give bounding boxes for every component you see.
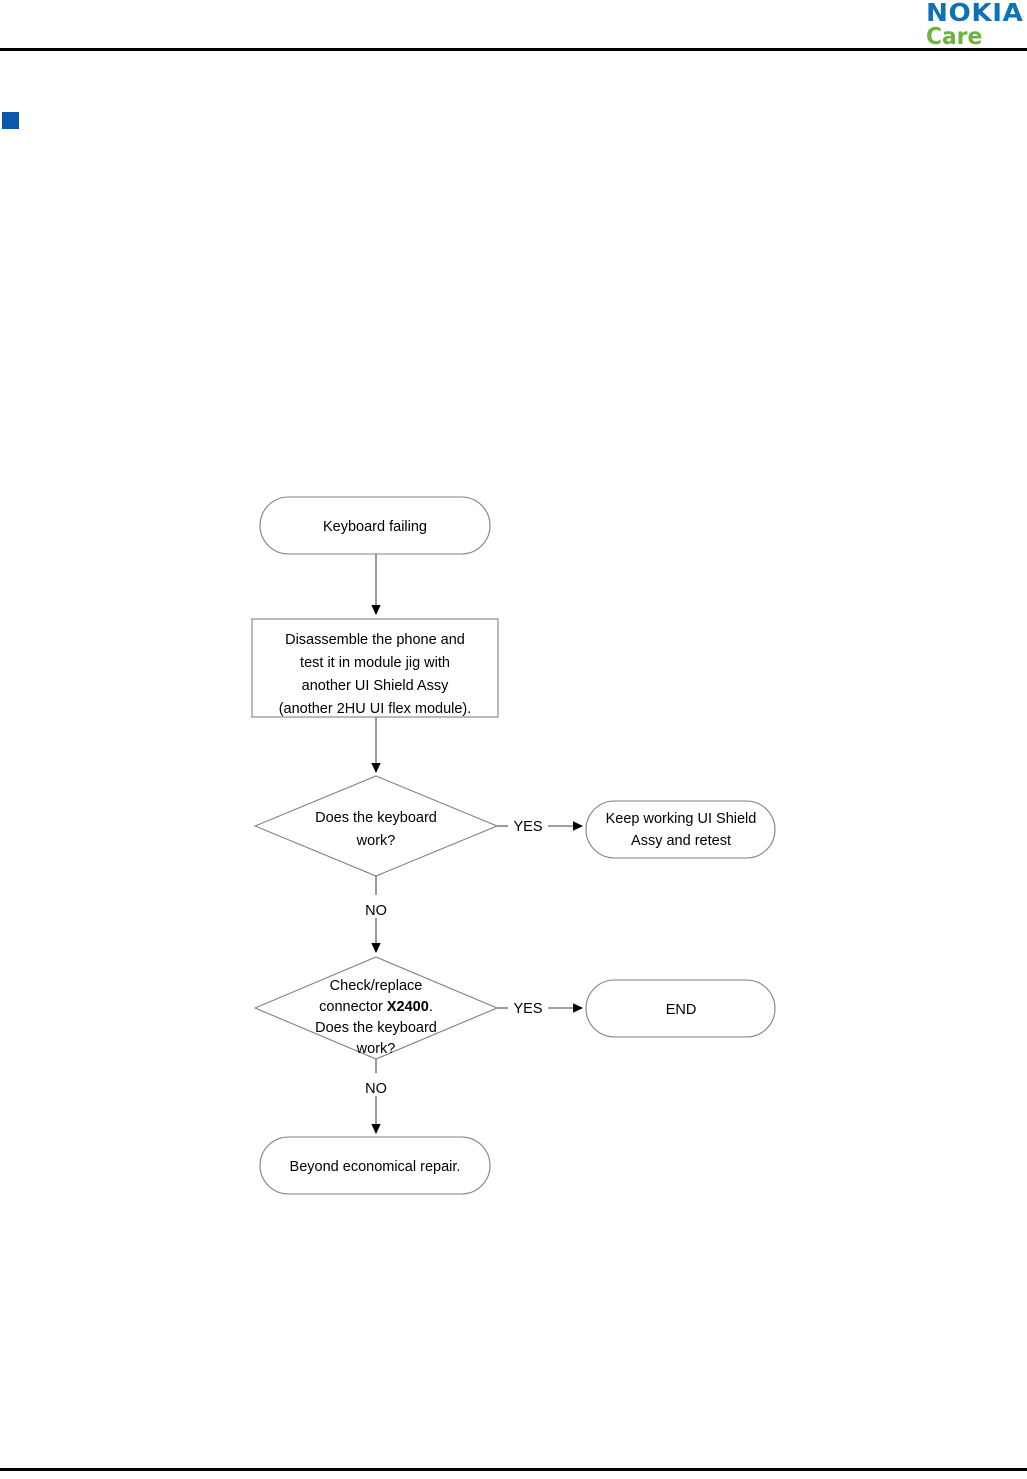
flow-node-decision2-line-3: Does the keyboard xyxy=(315,1020,437,1036)
decision2-connector-word: connector xyxy=(319,999,387,1015)
section-bullet-marker xyxy=(2,112,19,129)
flow-node-start: Keyboard failing xyxy=(259,496,491,555)
flow-node-decision2-line-2: connector X2400. xyxy=(319,999,433,1015)
flow-edge-label-no-2: NO xyxy=(365,1081,387,1097)
flow-edge-yes-1: YES xyxy=(497,819,583,835)
flow-edge-label-no-1: NO xyxy=(365,903,387,919)
flow-edge-label-yes-2: YES xyxy=(513,1001,542,1017)
flow-node-keep-shield-line-2: Assy and retest xyxy=(631,833,731,849)
flow-node-keep-working-shield: Keep working UI Shield Assy and retest xyxy=(585,800,776,859)
flow-edge-yes-2: YES xyxy=(497,1001,583,1017)
flow-edge-label-yes-1: YES xyxy=(513,819,542,835)
flow-node-beyond-repair-label: Beyond economical repair. xyxy=(290,1159,461,1175)
flow-node-beyond-economical-repair: Beyond economical repair. xyxy=(259,1136,491,1195)
flow-node-end-label: END xyxy=(666,1002,697,1018)
nokia-care-logo: NOKIA Care xyxy=(926,0,1023,50)
flow-node-process-line-3: another UI Shield Assy xyxy=(302,678,449,694)
flow-node-decision1-line-2: work? xyxy=(356,833,396,849)
flow-node-decision2-line-4: work? xyxy=(356,1041,396,1057)
flow-node-process-disassemble: Disassemble the phone and test it in mod… xyxy=(251,618,499,718)
flow-node-process-line-4: (another 2HU UI flex module). xyxy=(279,701,472,717)
flow-node-process-line-2: test it in module jig with xyxy=(300,655,450,671)
page-header: NOKIA Care xyxy=(0,0,1027,52)
decision2-connector-period: . xyxy=(429,999,433,1015)
flow-node-start-label: Keyboard failing xyxy=(323,519,427,535)
decision2-connector-id: X2400 xyxy=(387,999,429,1015)
flow-node-process-line-1: Disassemble the phone and xyxy=(285,632,465,648)
care-wordmark: Care xyxy=(926,24,983,50)
flow-edge-no-1: NO xyxy=(365,876,387,953)
footer-divider xyxy=(0,1468,1027,1471)
nokia-wordmark: NOKIA xyxy=(926,0,1024,27)
flow-node-end: END xyxy=(585,979,776,1038)
flow-edge-no-2: NO xyxy=(365,1059,387,1134)
header-divider xyxy=(0,48,1027,51)
flow-node-keep-shield-line-1: Keep working UI Shield xyxy=(606,811,757,827)
flow-node-decision2-line-1: Check/replace xyxy=(330,978,423,994)
flow-node-decision1-line-1: Does the keyboard xyxy=(315,810,437,826)
flow-node-decision-connector-x2400: Check/replace connector X2400. Does the … xyxy=(253,956,499,1060)
flow-node-decision-keyboard-work: Does the keyboard work? xyxy=(253,775,499,877)
